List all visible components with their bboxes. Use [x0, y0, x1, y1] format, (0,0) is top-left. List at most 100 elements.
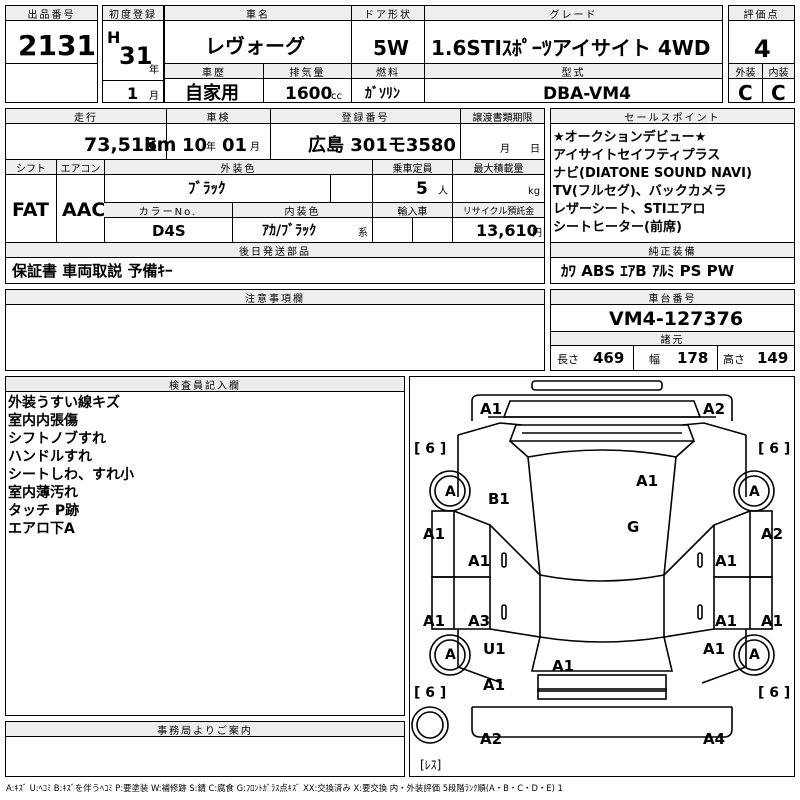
damage-label: A1	[636, 472, 659, 490]
inspection-month: 01	[222, 135, 248, 156]
sales-point: レザーシート、STIエアロ	[553, 202, 706, 217]
caution-box: 注意事項欄	[5, 289, 545, 371]
dims-label: 諸元	[551, 332, 794, 346]
score-box: 評価点 4 外装 内装 C C	[728, 5, 795, 103]
legend: A:ｷｽﾞ U:ﾍｺﾐ B:ｷｽﾞを伴うﾍｺﾐ P:要塗装 W:補修跡 S:錆 …	[6, 783, 563, 793]
lot-box: 出品番号 2131	[5, 5, 98, 103]
damage-label: A	[445, 647, 456, 663]
transfer-month-unit: 月	[500, 144, 510, 155]
damage-label: A2	[703, 400, 726, 418]
first-reg-month: 1	[127, 84, 139, 103]
sales-point: ナビ(DIATONE SOUND NAVI)	[553, 166, 752, 181]
damage-label: A1	[483, 676, 506, 694]
history: 自家用	[185, 83, 239, 104]
mileage-unit: km	[144, 134, 177, 156]
damage-label: B1	[488, 490, 510, 508]
damage-label: A1	[423, 612, 446, 630]
recycle-fee: 13,610	[476, 221, 538, 240]
import-label: 輸入車	[372, 203, 452, 218]
damage-label: A1	[480, 400, 503, 418]
color-label: 外装色	[104, 160, 372, 175]
damage-label: A3	[468, 612, 491, 630]
door-label: ドア形状	[351, 6, 424, 21]
damage-label: A1	[468, 552, 491, 570]
interior-label: 内装色	[232, 203, 372, 218]
shift-label: シフト	[6, 160, 56, 175]
chassis-label: 車台番号	[551, 290, 794, 305]
width-label: 幅	[649, 353, 660, 366]
damage-label: A4	[703, 730, 726, 748]
plate-label: 登録番号	[270, 109, 460, 124]
first-reg-box: 初度登録 H 31 年 1 月	[102, 5, 164, 103]
sales-point: ★オークションデビュー★	[553, 130, 707, 145]
vehicle-box: 車名 ドア形状 グレード レヴォーグ 5W 1.6STIｽﾎﾟｰﾂアイサイト 4…	[164, 5, 723, 103]
lot-label: 出品番号	[6, 6, 97, 21]
sales-point: アイサイトセイフティプラス	[553, 148, 721, 163]
fuel-label: 燃料	[351, 64, 424, 79]
damage-label: A1	[761, 612, 784, 630]
damage-label: A1	[715, 552, 738, 570]
grade: 1.6STIｽﾎﾟｰﾂアイサイト 4WD	[431, 36, 711, 60]
body-color: ﾌﾞﾗｯｸ	[188, 179, 226, 197]
plate-number: 広島 301モ3580	[308, 135, 456, 156]
sales-point: シートヒーター(前席)	[553, 220, 682, 235]
ext-grade: C	[738, 81, 753, 105]
fuel: ｶﾞｿﾘﾝ	[365, 86, 400, 102]
tire-front-right: [ 6 ]	[758, 441, 791, 457]
history-label: 車歴	[165, 64, 263, 79]
damage-label: G	[627, 518, 640, 536]
grade-label: グレード	[424, 6, 722, 21]
inspector-note: 外装うすい線キズ	[8, 395, 120, 411]
name-label: 車名	[165, 6, 351, 21]
year-unit: 年	[149, 65, 159, 76]
length: 469	[593, 349, 625, 367]
inspector-note: シートしわ、すれ小	[8, 467, 134, 483]
model-code: DBA-VM4	[543, 84, 631, 104]
damage-label: A2	[480, 730, 503, 748]
damage-label: A1	[715, 612, 738, 630]
tire-rear-right: [ 6 ]	[758, 685, 791, 701]
first-reg-label: 初度登録	[103, 6, 163, 21]
chassis-number: VM4-127376	[609, 308, 744, 330]
damage-label: A1	[703, 640, 726, 658]
inspector-note: タッチ P跡	[8, 503, 80, 519]
model-label: 型式	[424, 64, 722, 79]
sales-point: TV(フルセグ)、バックカメラ	[553, 184, 727, 199]
car-diagram: [ 6 ] [ 6 ] [ 6 ] [ 6 ] [ﾚｽ] A1 A2 B1 A1…	[409, 376, 795, 777]
air-conditioner: AAC	[62, 199, 106, 221]
sales-points-box: セールスポイント ★オークションデビュー★ アイサイトセイフティプラス ナビ(D…	[550, 108, 795, 284]
capacity: 5	[416, 179, 428, 199]
length-label: 長さ	[557, 353, 579, 366]
displacement: 1600	[285, 84, 333, 104]
inspector-box: 検査員記入欄 外装うすい線キズ 室内内張傷 シフトノブすれ ハンドルすれ シート…	[5, 376, 405, 716]
tire-front-left: [ 6 ]	[414, 441, 447, 457]
inspector-note: 室内薄汚れ	[8, 485, 78, 501]
inspector-note: シフトノブすれ	[8, 431, 106, 447]
spare-tire-label: [ﾚｽ]	[420, 758, 442, 772]
inspector-note: 室内内張傷	[8, 413, 78, 429]
inspector-label: 検査員記入欄	[6, 377, 404, 392]
inspector-note: エアロ下A	[8, 521, 75, 537]
shift: FAT	[12, 199, 49, 221]
era: H	[107, 28, 121, 47]
damage-label: A1	[423, 525, 446, 543]
recycle-label: リサイクル預託金	[452, 203, 544, 218]
int-label: 内装	[762, 64, 794, 79]
insp-year-unit: 年	[206, 142, 216, 153]
month-unit: 月	[149, 91, 159, 102]
ac-label: エアコン	[56, 160, 104, 175]
transfer-label: 譲渡書類期限	[460, 109, 544, 124]
transfer-day-unit: 日	[530, 144, 540, 155]
inspection-label: 車検	[166, 109, 270, 124]
int-grade: C	[771, 81, 786, 105]
insp-month-unit: 月	[250, 142, 260, 153]
capacity-unit: 人	[438, 186, 448, 197]
ext-label: 外装	[729, 64, 762, 79]
inspector-note: ハンドルすれ	[8, 449, 92, 465]
office-box: 事務局よりご案内	[5, 721, 405, 777]
office-label: 事務局よりご案内	[6, 722, 404, 737]
width: 178	[677, 349, 709, 367]
recycle-unit: 円	[532, 228, 542, 239]
height: 149	[757, 349, 789, 367]
damage-label: A1	[552, 657, 575, 675]
